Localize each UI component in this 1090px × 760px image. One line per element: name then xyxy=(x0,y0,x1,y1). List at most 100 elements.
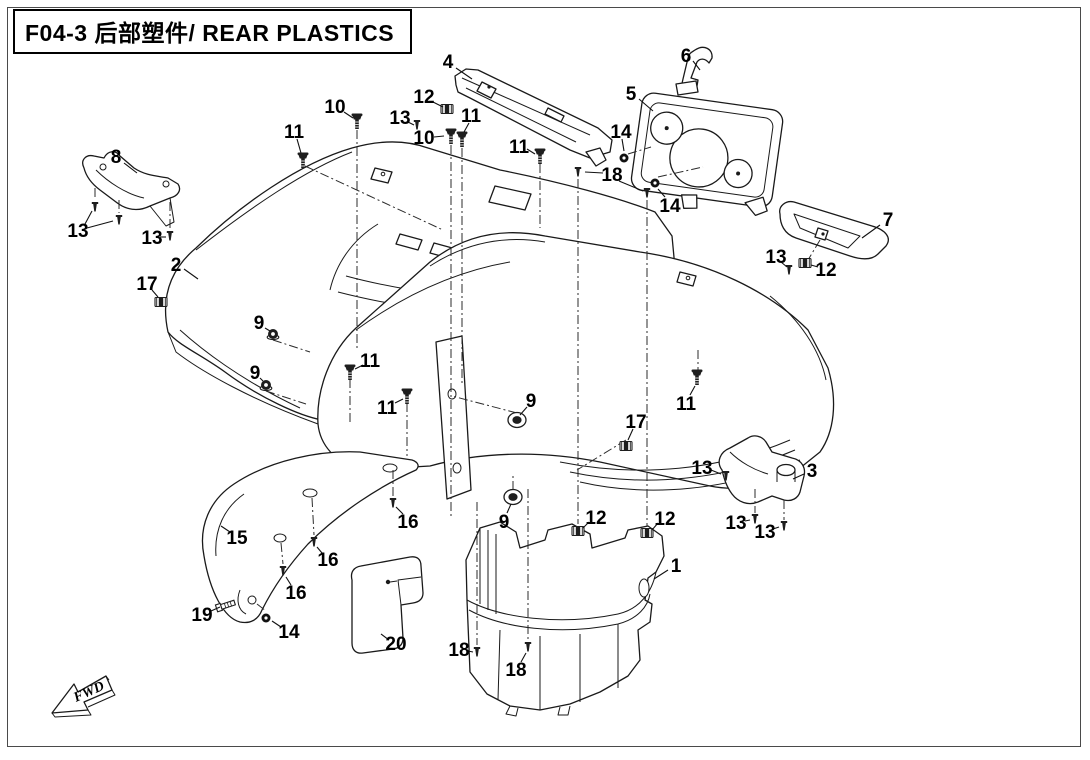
callout-16: 16 xyxy=(285,583,306,604)
callout-leader-line xyxy=(220,525,231,533)
callout-7: 7 xyxy=(883,210,894,231)
callout-13: 13 xyxy=(765,247,786,268)
callout-1: 1 xyxy=(671,556,682,577)
callout-18: 18 xyxy=(505,660,526,681)
assembly-axis-line xyxy=(807,239,821,261)
fastener-bolt-icon xyxy=(691,369,703,385)
fastener-screw-icon xyxy=(785,265,793,275)
callout-13: 13 xyxy=(141,228,162,249)
fastener-screw-icon xyxy=(166,231,174,241)
fwd-direction-marker: FWD xyxy=(51,675,116,718)
callout-leader-line xyxy=(433,135,445,138)
callout-9: 9 xyxy=(499,512,510,533)
callout-leader-line xyxy=(526,148,536,155)
fastener-grommet-icon xyxy=(507,411,527,429)
fwd-label: FWD xyxy=(71,679,107,706)
fastener-flange_nut-icon xyxy=(259,380,273,392)
fastener-screw-icon xyxy=(413,120,421,130)
callout-3: 3 xyxy=(807,461,818,482)
callout-9: 9 xyxy=(526,391,537,412)
callout-12: 12 xyxy=(654,509,675,530)
fastener-clip-icon xyxy=(640,527,654,539)
fastener-bolt-icon xyxy=(456,131,468,147)
fastener-nut-icon xyxy=(261,613,271,623)
callout-leader-line xyxy=(343,111,354,119)
callout-10: 10 xyxy=(324,97,345,118)
assembly-axis-line xyxy=(265,390,307,405)
callout-10: 10 xyxy=(413,128,434,149)
callout-leader-line xyxy=(285,576,292,586)
fastener-clip-icon xyxy=(440,103,454,115)
fastener-screw-icon xyxy=(751,514,759,524)
assembly-axis-line xyxy=(311,497,315,536)
part-5-tail-light xyxy=(630,92,784,217)
callout-13: 13 xyxy=(67,221,88,242)
callout-11: 11 xyxy=(676,394,697,415)
callout-leader-line xyxy=(653,569,669,580)
assembly-axis-line xyxy=(451,395,518,414)
part-20-flap-panel xyxy=(350,556,424,654)
fastener-clip-icon xyxy=(571,525,585,537)
fastener-clip-icon xyxy=(619,440,633,452)
callout-11: 11 xyxy=(360,351,381,372)
callout-17: 17 xyxy=(625,412,646,433)
callout-11: 11 xyxy=(509,137,530,158)
callout-leader-line xyxy=(582,521,590,529)
callout-19: 19 xyxy=(191,605,212,626)
callout-11: 11 xyxy=(461,106,482,127)
fastener-nut-icon xyxy=(619,153,629,163)
callout-18: 18 xyxy=(601,165,622,186)
fastener-screw-icon xyxy=(91,202,99,212)
callout-leader-line xyxy=(584,171,604,174)
callout-leader-line xyxy=(861,224,881,239)
callout-leader-line xyxy=(316,546,323,554)
fastener-nut-icon xyxy=(650,178,660,188)
callout-leader-line xyxy=(86,220,114,229)
diagram-title: F04-3 后部塑件/ REAR PLASTICS xyxy=(25,20,395,46)
callout-16: 16 xyxy=(317,550,338,571)
fastener-bolt-icon xyxy=(401,388,413,404)
callout-leader-line xyxy=(467,650,474,653)
fastener-bolt-icon xyxy=(344,364,356,380)
callout-14: 14 xyxy=(610,122,632,143)
assembly-axis-line xyxy=(256,603,267,612)
fastener-clip-icon xyxy=(154,296,168,308)
callout-18: 18 xyxy=(448,640,469,661)
callout-leader-line xyxy=(810,264,819,268)
assembly-axis-line xyxy=(272,339,311,353)
callout-leader-line xyxy=(259,377,264,382)
title-box: F04-3 后部塑件/ REAR PLASTICS xyxy=(13,9,413,54)
callout-leader-line xyxy=(744,519,751,522)
callout-15: 15 xyxy=(226,528,248,549)
assembly-axis-line xyxy=(657,166,704,178)
callout-4: 4 xyxy=(443,52,454,73)
assembly-axis-line xyxy=(576,439,627,471)
fastener-screw-icon xyxy=(310,537,318,547)
callout-leader-line xyxy=(638,98,654,112)
callout-20: 20 xyxy=(385,634,406,655)
fastener-screw-icon xyxy=(524,642,532,652)
callout-leader-line xyxy=(394,398,404,404)
callout-13: 13 xyxy=(389,108,410,129)
callout-leader-line xyxy=(657,188,666,198)
fastener-bolt-icon xyxy=(445,128,457,144)
part-4-upper-trim xyxy=(454,68,613,167)
fastener-screw-icon xyxy=(473,647,481,657)
callout-leader-line xyxy=(689,385,696,396)
part-1-storage-box xyxy=(465,521,665,717)
fastener-bolt_long-icon xyxy=(214,599,237,613)
callout-8: 8 xyxy=(111,147,122,168)
fastener-screw-icon xyxy=(780,521,788,531)
callout-12: 12 xyxy=(413,87,434,108)
callout-13: 13 xyxy=(725,513,746,534)
fastener-grommet-icon xyxy=(503,488,523,506)
callout-leader-line xyxy=(780,261,788,268)
callout-16: 16 xyxy=(397,512,418,533)
part-15-side-panel-left xyxy=(201,451,419,624)
part-6-hook-bracket xyxy=(675,46,713,96)
callout-leader-line xyxy=(432,101,444,108)
callout-leader-line xyxy=(123,162,138,174)
callout-2: 2 xyxy=(171,255,182,276)
callout-13: 13 xyxy=(754,522,775,543)
